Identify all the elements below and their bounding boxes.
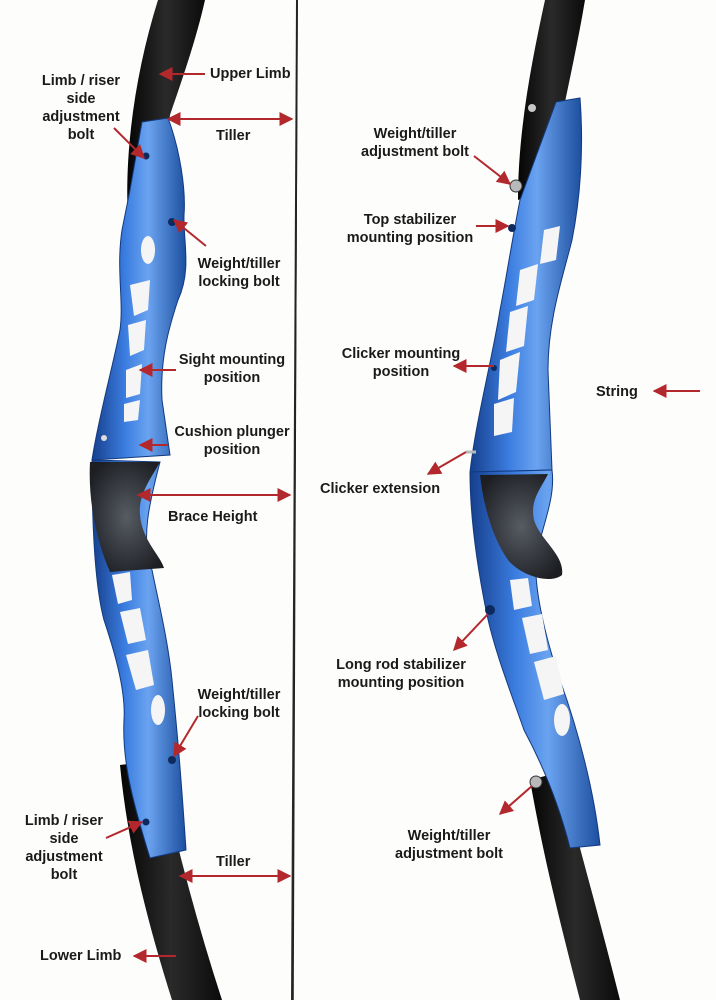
- left-locking-bolt-top: [168, 218, 176, 226]
- arrow-locking-top: [172, 219, 207, 247]
- left-grip: [89, 462, 164, 572]
- label-long-rod: Long rod stabilizer mounting position: [336, 657, 466, 691]
- left-bow: [89, 0, 298, 1000]
- label-string: String: [596, 384, 638, 400]
- label-weight-tiller-adjust-bottom: Weight/tiller adjustment bolt: [395, 828, 503, 862]
- label-upper-limb: Upper Limb: [210, 66, 291, 82]
- label-limb-riser-top: Limb / riser side adjustment bolt: [41, 73, 121, 143]
- right-upper-limb: [518, 0, 585, 200]
- right-riser-cutouts: [494, 226, 570, 736]
- arrow-limb-riser-bottom: [105, 820, 144, 839]
- left-bolt-bottom: [142, 818, 150, 826]
- label-tiller-bottom: Tiller: [216, 854, 251, 870]
- label-limb-riser-bottom: Limb / riser side adjustment bolt: [24, 813, 104, 883]
- right-long-rod: [485, 605, 495, 615]
- left-locking-bolt-bottom: [168, 756, 176, 764]
- label-brace-height: Brace Height: [168, 509, 258, 525]
- right-bow: [466, 0, 620, 1000]
- label-weight-tiller-locking-bottom: Weight/tiller locking bolt: [197, 687, 281, 721]
- label-clicker-extension: Clicker extension: [320, 481, 441, 497]
- label-top-stabilizer: Top stabilizer mounting position: [346, 212, 474, 246]
- right-stabilizer-top: [508, 224, 516, 232]
- label-weight-tiller-adjust-top: Weight/tiller adjustment bolt: [361, 126, 469, 160]
- label-sight-mounting: Sight mounting position: [178, 352, 286, 386]
- annotation-arrows: [105, 67, 700, 963]
- left-riser-cutouts: [112, 236, 165, 725]
- arrow-locking-bottom: [173, 715, 199, 758]
- label-clicker-mounting: Clicker mounting position: [341, 346, 461, 380]
- arrow-tiller-adjust-top: [473, 155, 512, 185]
- label-weight-tiller-locking-top: Weight/tiller locking bolt: [197, 256, 281, 290]
- label-cushion-plunger: Cushion plunger position: [174, 424, 290, 458]
- right-lower-limb: [530, 772, 620, 1000]
- right-tiller-bolt-top: [509, 179, 523, 193]
- arrow-clicker-ext: [426, 451, 467, 475]
- right-grip: [480, 474, 563, 580]
- label-lower-limb: Lower Limb: [40, 948, 122, 964]
- arrow-limb-riser-top: [113, 127, 145, 159]
- right-tiller-bolt-bottom: [529, 775, 543, 789]
- left-plunger-bolt: [101, 435, 107, 441]
- center-divider: [292, 0, 298, 1000]
- arrow-tiller-adjust-bottom: [498, 785, 533, 815]
- arrow-long-rod: [453, 613, 489, 652]
- label-tiller-top: Tiller: [216, 128, 251, 144]
